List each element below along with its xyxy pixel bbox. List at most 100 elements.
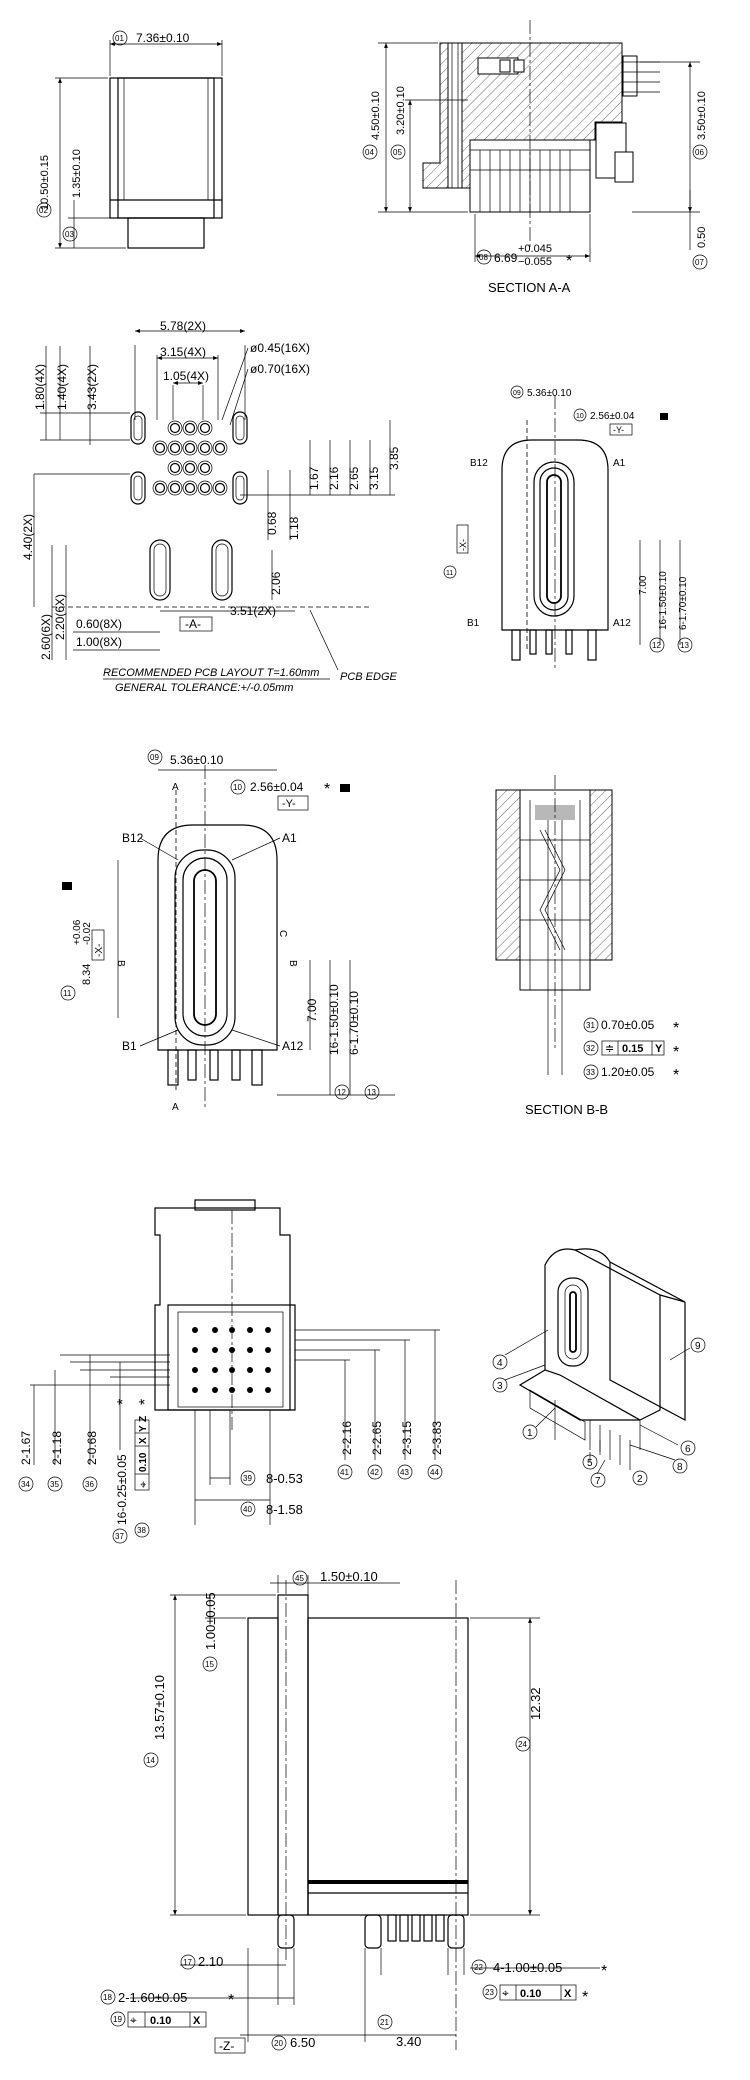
dim-343: 3.43(2X) [85, 364, 99, 410]
dim-19-x: X [193, 2015, 201, 2027]
dim-11-minus: -0.02 [82, 922, 93, 945]
top-view: 01 7.36±0.10 10.50±0.15 02 1.35±0.10 03 [36, 30, 223, 249]
balloon-24: 24 [518, 1740, 527, 1749]
slot-pad [130, 411, 146, 445]
pad-outer [182, 480, 198, 496]
dim-32: 0.15 [622, 1043, 643, 1055]
balloon-20: 20 [274, 2039, 283, 2048]
balloon-03: 03 [65, 230, 74, 239]
slot-hole [235, 475, 245, 501]
dim-35: 2-1.18 [50, 1431, 64, 1465]
pad-outer [182, 440, 198, 456]
note-pcb-layout: RECOMMENDED PCB LAYOUT T=1.60mm [103, 667, 319, 679]
side-view: 45 1.50±0.10 14 13.57±0.10 15 1.00±0.05 … [100, 1569, 607, 2054]
pad-inner [214, 482, 226, 494]
mark-a-top: A [172, 782, 179, 793]
label-b1: B1 [122, 1039, 137, 1053]
dim-180: 1.80(4X) [33, 364, 47, 410]
dim-06: 3.50±0.10 [696, 91, 708, 140]
dim-40: 8-1.58 [266, 1502, 303, 1517]
contact-point [212, 1387, 218, 1393]
contact-point [229, 1367, 235, 1373]
balloon-34: 34 [21, 1480, 30, 1489]
dim-385: 3.85 [387, 446, 401, 470]
label-a1: A1 [282, 831, 297, 845]
dim-670: 6-1.70±0.10 [347, 991, 361, 1055]
dim-060: 0.60(8X) [76, 617, 122, 631]
mount-slot [149, 539, 171, 601]
datum-z: -Z- [219, 2039, 234, 2053]
balloon-22: 22 [474, 1963, 483, 1972]
dim-43: 2-3.15 [400, 1421, 414, 1455]
dim-045: ø0.45(16X) [250, 341, 310, 355]
dim-17: 2.10 [198, 1954, 223, 1969]
balloon-35: 35 [50, 1480, 59, 1489]
pad-outer [212, 440, 228, 456]
dim-03: 1.35±0.10 [71, 149, 83, 198]
balloon-42: 42 [370, 1468, 379, 1477]
star-fv: * [324, 781, 330, 798]
dim-08-minus: −0.055 [518, 256, 552, 268]
pad-inner [154, 442, 166, 454]
dim-23-x: X [564, 1988, 572, 2000]
dim-315b: 3.15 [367, 466, 381, 490]
dim-19-tol: 0.10 [150, 2015, 171, 2027]
label-b12-small: B12 [470, 458, 488, 469]
dim-578: 5.78(2X) [160, 319, 206, 333]
pad-outer [182, 420, 198, 436]
dim-41: 2-2.16 [340, 1421, 354, 1455]
pcb-layout: 5.78(2X) 3.15(4X) 1.05(4X) ø0.45(16X) ø0… [21, 319, 401, 694]
datum-y: -Y- [282, 798, 296, 810]
balloon-32: 32 [586, 1044, 595, 1053]
balloon-04: 04 [365, 148, 374, 157]
pad-outer [197, 440, 213, 456]
balloon-01: 01 [115, 34, 124, 43]
balloon-06: 06 [695, 148, 704, 157]
dim-36: 2-0.68 [85, 1431, 99, 1465]
contact-point [212, 1327, 218, 1333]
pad-outer [152, 480, 168, 496]
balloon-39: 39 [243, 1474, 252, 1483]
pad-inner [169, 422, 181, 434]
front-view-small: B12 A1 B1 A12 09 5.36±0.10 10 2.56±0.04 … [443, 385, 693, 670]
note-tolerance: GENERAL TOLERANCE:+/-0.05mm [115, 682, 293, 694]
balloon-33: 33 [586, 1068, 595, 1077]
star-aa: * [566, 253, 572, 270]
dim-1650-small: 16-1.50±0.10 [658, 571, 669, 630]
iso-9: 9 [695, 1341, 701, 1352]
contact-point [265, 1367, 271, 1373]
dim-11-plus: +0.06 [72, 919, 83, 945]
dim-37: 16-0.25±0.05 [115, 1454, 129, 1525]
datum-a: -A- [185, 617, 201, 631]
label-a12-small: A12 [613, 618, 631, 629]
contact-point [192, 1367, 198, 1373]
star-37: * [115, 1399, 132, 1405]
label-a12: A12 [282, 1039, 304, 1053]
dim-140: 1.40(4X) [55, 364, 69, 410]
balloon-12: 12 [337, 1088, 346, 1097]
pad-outer [167, 460, 183, 476]
balloon-13: 13 [367, 1088, 376, 1097]
star-18: * [228, 1992, 234, 2009]
contact-point [229, 1387, 235, 1393]
dim-22: 4-1.00±0.05 [493, 1960, 562, 1975]
mark-a-bot: A [172, 1102, 179, 1113]
iso-8: 8 [677, 1462, 683, 1473]
dim-32-datum: Y [655, 1043, 663, 1055]
contact-point [192, 1347, 198, 1353]
slot-hole [133, 415, 143, 441]
balloon-23: 23 [485, 1988, 494, 1997]
balloon-41: 41 [340, 1468, 349, 1477]
dim-670-small: 6-1.70±0.10 [678, 576, 689, 630]
star-31: * [673, 1020, 679, 1037]
balloon-11: 11 [63, 989, 72, 998]
dim-45: 1.50±0.10 [320, 1569, 378, 1584]
dim-34: 2-1.67 [19, 1431, 33, 1465]
dim-351: 3.51(2X) [230, 604, 276, 618]
label-b12: B12 [122, 831, 144, 845]
balloon-10-small: 10 [576, 413, 584, 420]
mark-b-right: B [287, 960, 298, 967]
slot-pad [130, 471, 146, 505]
dim-105: 1.05(4X) [163, 369, 209, 383]
dim-10-small: 2.56±0.04 [590, 411, 635, 422]
